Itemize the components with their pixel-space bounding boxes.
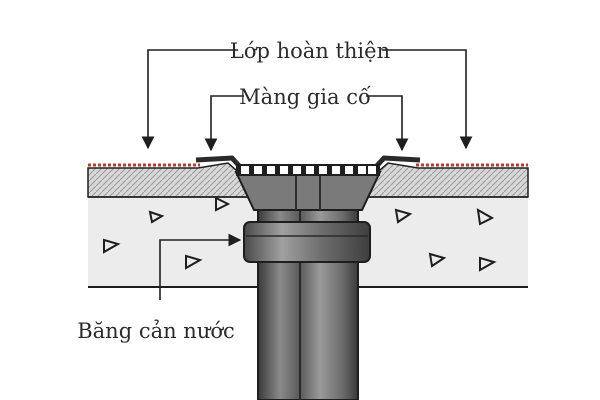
membrane-leader [204, 95, 409, 152]
waterstop-collar [243, 221, 371, 263]
finish-layer-leader [141, 49, 473, 150]
screed-layer [87, 162, 529, 198]
drain-body [234, 171, 382, 211]
label-waterstop-tape: Băng cản nước [77, 319, 235, 343]
label-reinforcement-membrane: Màng gia cố [239, 85, 371, 109]
waterstop-leader [159, 233, 242, 300]
label-finish-layer: Lớp hoàn thiện [230, 39, 390, 63]
drain-grate [236, 164, 380, 176]
aggregate-marks [103, 196, 497, 272]
